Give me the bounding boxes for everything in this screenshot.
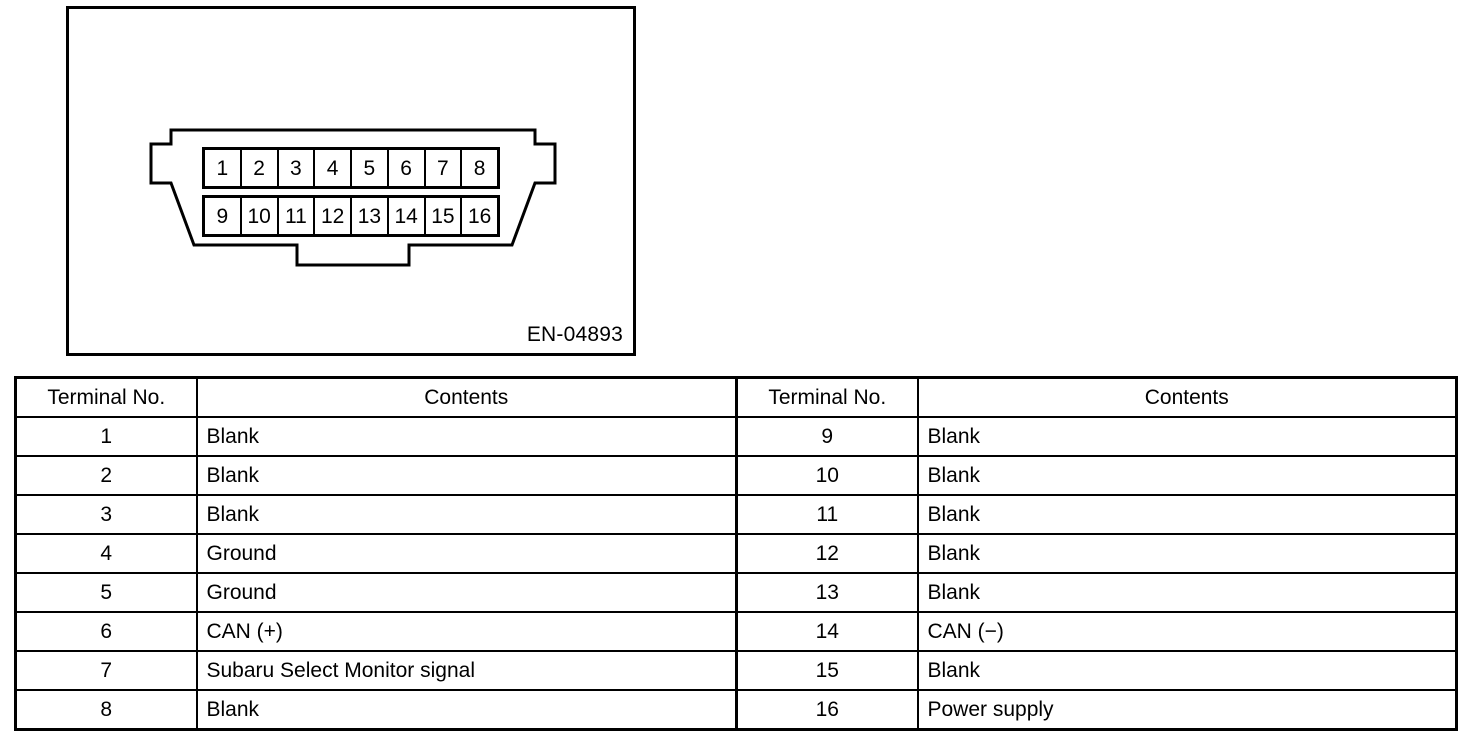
cell-contents-left-4: Ground <box>195 572 738 613</box>
cell-terminal-no-right-2: 11 <box>735 494 919 535</box>
cell-terminal-no-right-7: 16 <box>735 689 919 731</box>
cell-contents-right-1: Blank <box>916 455 1458 496</box>
cell-contents-right-5: CAN (−) <box>916 611 1458 652</box>
pin-cell-11: 11 <box>278 198 316 234</box>
cell-contents-right-4: Blank <box>916 572 1458 613</box>
cell-terminal-no-right-5: 14 <box>735 611 919 652</box>
pin-cell-9: 9 <box>205 198 242 234</box>
pin-row-top: 1 2 3 4 5 6 7 8 <box>202 147 500 189</box>
cell-terminal-no-left-6: 7 <box>14 650 198 691</box>
cell-terminal-no-right-1: 10 <box>735 455 919 496</box>
cell-contents-right-7: Power supply <box>916 689 1458 731</box>
cell-terminal-no-left-4: 5 <box>14 572 198 613</box>
cell-contents-right-3: Blank <box>916 533 1458 574</box>
header-contents-right: Contents <box>916 376 1458 418</box>
pin-cell-10: 10 <box>241 198 279 234</box>
cell-contents-left-3: Ground <box>195 533 738 574</box>
cell-terminal-no-left-7: 8 <box>14 689 198 731</box>
cell-terminal-no-right-6: 15 <box>735 650 919 691</box>
cell-terminal-no-left-1: 2 <box>14 455 198 496</box>
cell-terminal-no-left-2: 3 <box>14 494 198 535</box>
header-contents-left: Contents <box>195 376 738 418</box>
figure-reference-code: EN-04893 <box>526 323 623 346</box>
pin-cell-4: 4 <box>315 150 352 186</box>
cell-contents-left-5: CAN (+) <box>195 611 738 652</box>
pin-cell-7: 7 <box>425 150 463 186</box>
cell-contents-left-1: Blank <box>195 455 738 496</box>
cell-contents-left-7: Blank <box>195 689 738 731</box>
pin-row-bottom: 9 10 11 12 13 14 15 16 <box>202 195 500 237</box>
cell-contents-left-2: Blank <box>195 494 738 535</box>
pin-cell-16: 16 <box>462 198 497 234</box>
cell-contents-right-0: Blank <box>916 416 1458 457</box>
connector-figure-box: 1 2 3 4 5 6 7 8 9 10 11 12 13 14 15 16 E… <box>66 6 636 356</box>
cell-contents-right-6: Blank <box>916 650 1458 691</box>
pin-cell-1: 1 <box>205 150 242 186</box>
cell-terminal-no-left-0: 1 <box>14 416 198 457</box>
pin-cell-13: 13 <box>352 198 389 234</box>
header-terminal-no-left: Terminal No. <box>14 376 198 418</box>
pin-cell-5: 5 <box>352 150 389 186</box>
pin-cell-3: 3 <box>278 150 316 186</box>
cell-terminal-no-right-3: 12 <box>735 533 919 574</box>
pin-cell-15: 15 <box>425 198 463 234</box>
pin-cell-8: 8 <box>462 150 497 186</box>
cell-terminal-no-right-0: 9 <box>735 416 919 457</box>
cell-contents-left-0: Blank <box>195 416 738 457</box>
header-terminal-no-right: Terminal No. <box>735 376 919 418</box>
pin-cell-6: 6 <box>388 150 426 186</box>
cell-contents-right-2: Blank <box>916 494 1458 535</box>
table-header-row: Terminal No. Contents Terminal No. Conte… <box>14 376 1458 418</box>
cell-terminal-no-left-5: 6 <box>14 611 198 652</box>
pin-cell-2: 2 <box>241 150 279 186</box>
cell-terminal-no-left-3: 4 <box>14 533 198 574</box>
pin-cell-12: 12 <box>315 198 352 234</box>
pin-cell-14: 14 <box>388 198 426 234</box>
terminal-assignment-table: Terminal No. Contents Terminal No. Conte… <box>14 376 1458 731</box>
cell-contents-left-6: Subaru Select Monitor signal <box>195 650 738 691</box>
cell-terminal-no-right-4: 13 <box>735 572 919 613</box>
